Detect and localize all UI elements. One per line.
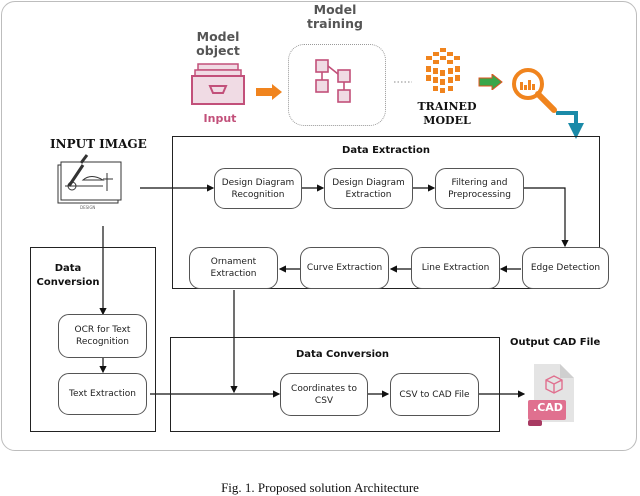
design-caption: DESIGN: [80, 205, 96, 210]
input-label: Input: [203, 112, 237, 125]
output-cad-title: Output CAD File: [510, 337, 601, 348]
arrow-filtering-to-edge: [524, 187, 569, 248]
orange-arrow-icon: [256, 84, 282, 100]
magnifier-chart-icon: [512, 68, 557, 113]
trained-model-label: TRAINED MODEL: [417, 100, 477, 127]
left-data-conversion-section: [30, 247, 156, 432]
figure-caption: Fig. 1. Proposed solution Architecture: [221, 480, 419, 495]
model-training-label: Model training: [307, 2, 363, 31]
model-object-label: Model object: [196, 29, 240, 58]
node-design-diagram-recognition[interactable]: Design Diagram Recognition: [214, 168, 302, 209]
diagram-frame: [1, 1, 637, 451]
flowchart-icon: [315, 59, 351, 103]
node-ornament-extraction[interactable]: Ornament Extraction: [189, 247, 278, 289]
data-conversion-title: Data Conversion: [296, 349, 389, 360]
design-blueprint-icon: [57, 154, 122, 204]
left-data-conversion-title: Data Conversion: [36, 263, 100, 288]
green-arrow-icon: [478, 74, 503, 90]
node-coordinates-to-csv[interactable]: Coordinates to CSV: [280, 373, 368, 416]
cad-file-icon: [528, 364, 574, 426]
cube-grid-icon: [426, 48, 460, 93]
file-drawer-icon: [191, 63, 245, 105]
input-image-label: INPUT IMAGE: [50, 137, 147, 151]
node-ocr-text-recognition[interactable]: OCR for Text Recognition: [58, 314, 147, 358]
model-training-frame: [288, 44, 386, 126]
data-extraction-title: Data Extraction: [342, 145, 430, 156]
teal-arrow: [556, 111, 584, 139]
node-edge-detection[interactable]: Edge Detection: [522, 247, 609, 289]
node-design-diagram-extraction[interactable]: Design Diagram Extraction: [324, 168, 413, 209]
node-curve-extraction[interactable]: Curve Extraction: [300, 247, 389, 289]
node-filtering-preprocessing[interactable]: Filtering and Preprocessing: [435, 168, 524, 209]
data-extraction-section: [172, 136, 600, 289]
node-csv-to-cad-file[interactable]: CSV to CAD File: [390, 373, 479, 416]
cad-file-badge: .CAD: [533, 401, 563, 414]
node-line-extraction[interactable]: Line Extraction: [411, 247, 500, 289]
data-conversion-section: [170, 337, 500, 432]
node-text-extraction[interactable]: Text Extraction: [58, 373, 147, 415]
